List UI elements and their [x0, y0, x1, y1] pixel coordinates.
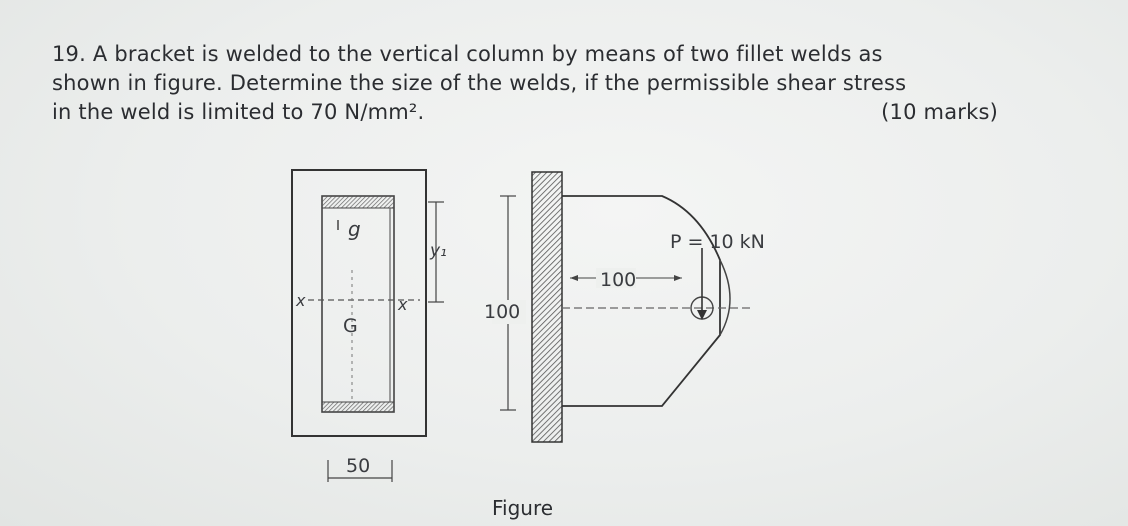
question-line-1: 19. A bracket is welded to the vertical …: [52, 42, 883, 66]
dim-height: 100: [484, 301, 520, 323]
weld-figure: g x x G y₁ 50 100: [270, 160, 830, 526]
question-number: 19.: [52, 42, 86, 66]
dim-width: 50: [346, 455, 370, 477]
marks-label: (10 marks): [881, 100, 998, 124]
question-line-3: in the weld is limited to 70 N/mm².: [52, 100, 425, 124]
load-label: P = 10 kN: [670, 231, 765, 253]
question-text: 19. A bracket is welded to the vertical …: [52, 40, 1012, 127]
label-x-left: x: [295, 291, 306, 310]
vertical-column: [531, 171, 563, 443]
dim-offset: 100: [600, 269, 636, 291]
plate-outline: [291, 169, 427, 437]
label-x-right: x: [397, 295, 408, 314]
label-g: g: [348, 217, 361, 241]
figure-drawing: g x x G y₁ 50 100: [291, 169, 765, 482]
label-G: G: [343, 315, 358, 337]
weld-bottom: [321, 401, 395, 413]
question-line-2: shown in figure. Determine the size of t…: [52, 71, 907, 95]
label-y1: y₁: [429, 241, 447, 261]
weld-top: [321, 195, 395, 209]
figure-caption: Figure: [492, 496, 554, 520]
bracket-outline: [562, 195, 721, 407]
